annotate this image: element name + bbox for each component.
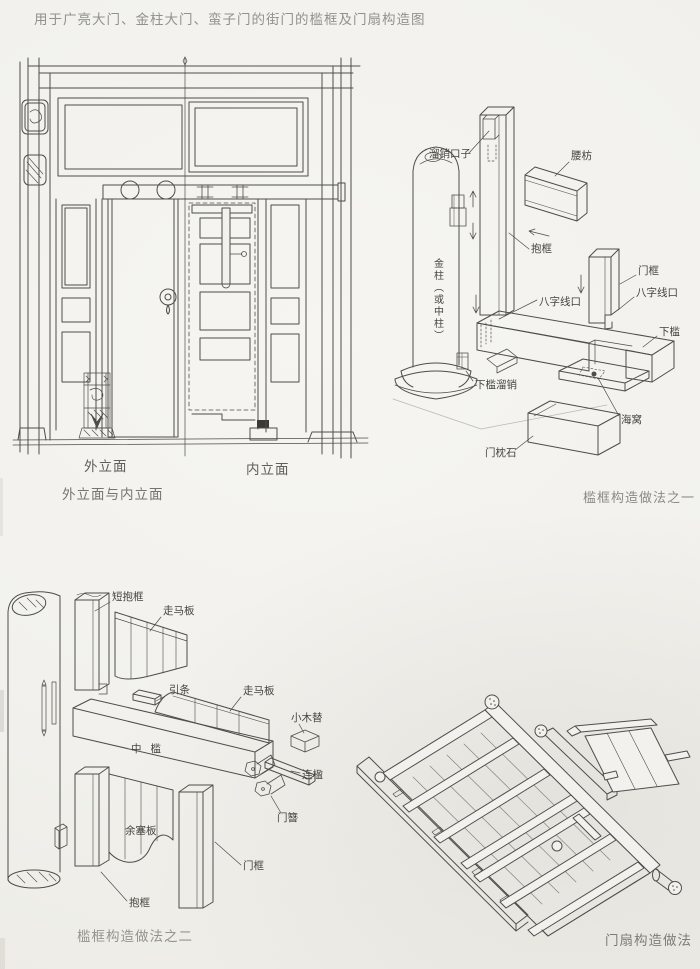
caption-door-leaf: 门扇构造做法 xyxy=(605,933,692,949)
page-edge-mark xyxy=(0,478,3,536)
page-edge-mark xyxy=(0,938,5,969)
label-sea-socket: 海窝 xyxy=(621,413,642,426)
label-gold-column: 金柱（或中柱） xyxy=(432,257,444,342)
label-pillow-stone: 门枕石 xyxy=(485,446,517,459)
label-door-frame-2: 门框 xyxy=(243,859,264,872)
label-zouma-board-mid: 走马板 xyxy=(243,684,275,697)
label-embrace-frame-2: 抱框 xyxy=(129,896,150,909)
frame-method-one-drawing: 溜销口子 腰枋 抱框 金柱（或中柱） 八字线口 门框 八字线口 下槛 下槛溜销 … xyxy=(392,106,680,459)
door-leaf-drawing xyxy=(356,694,691,937)
label-splay-left: 八字线口 xyxy=(539,295,581,308)
door-pin-pegs xyxy=(244,754,286,797)
label-zouma-board-top: 走马板 xyxy=(163,604,195,617)
column-pin xyxy=(449,194,467,227)
page-title: 用于广亮大门、金柱大门、蛮子门的街门的槛框及门扇构造图 xyxy=(34,12,426,28)
caption-elevations: 外立面与内立面 xyxy=(62,487,164,503)
label-filler-board: 余塞板 xyxy=(125,824,157,837)
label-sill-pin: 下槛溜销 xyxy=(475,378,517,391)
elevation-drawing xyxy=(12,56,369,459)
page-edge-mark xyxy=(0,690,4,732)
label-waist-beam: 腰枋 xyxy=(571,149,592,162)
caption-method-two: 槛框构造做法之二 xyxy=(77,929,193,945)
label-embrace-frame: 抱框 xyxy=(531,242,552,255)
caption-interior-elevation: 内立面 xyxy=(246,462,290,478)
label-splay-right: 八字线口 xyxy=(636,286,678,299)
label-guide-strip: 引条 xyxy=(169,683,190,696)
label-lower-sill: 下槛 xyxy=(659,325,680,338)
label-door-pin: 门簪 xyxy=(277,811,298,824)
frame-method-two-drawing: 短抱框 走马板 引条 走马板 小木替 中槛 连楹 门簪 余塞板 门框 抱框 xyxy=(7,590,323,909)
label-slot: 溜销口子 xyxy=(429,147,471,160)
caption-method-one: 槛框构造做法之一 xyxy=(583,491,696,506)
caption-exterior-elevation: 外立面 xyxy=(84,459,128,475)
label-door-frame: 门框 xyxy=(638,264,659,277)
label-short-embrace-frame: 短抱框 xyxy=(112,590,144,603)
drum-stone xyxy=(78,372,116,439)
label-lianying: 连楹 xyxy=(302,768,323,781)
label-small-wood-block: 小木替 xyxy=(291,711,323,724)
label-middle-sill: 中槛 xyxy=(131,742,170,755)
